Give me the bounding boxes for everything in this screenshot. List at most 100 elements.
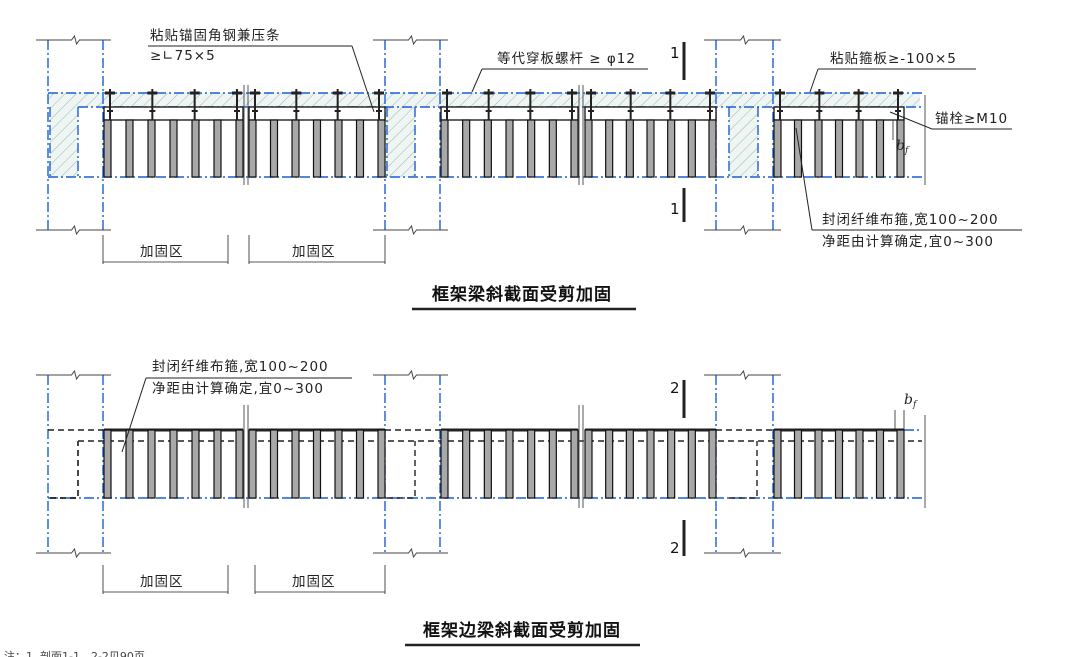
fiber-strip <box>646 119 655 178</box>
fiber-strip <box>834 429 844 499</box>
leader-line <box>809 68 819 93</box>
fiber-strip <box>875 429 885 499</box>
fiber-strip <box>527 119 536 178</box>
fiber-strip <box>103 119 112 178</box>
edge-beam-shear-diagram <box>36 369 926 647</box>
fiber-strip <box>291 119 300 178</box>
fiber-strip <box>355 119 365 178</box>
fiber-strip <box>687 429 696 499</box>
fiber-strip <box>584 119 593 178</box>
fiber-strip <box>570 429 579 499</box>
fiber-strip <box>625 119 634 178</box>
break-line <box>36 224 111 236</box>
fiber-strip <box>605 429 614 499</box>
angle-steel-plate <box>248 106 386 121</box>
fiber-strip <box>213 429 222 499</box>
fiber-strip <box>605 119 614 178</box>
fiber-strip <box>855 429 864 499</box>
fiber-strip <box>505 429 514 499</box>
fiber-strip <box>147 429 156 499</box>
fiber-strip <box>125 429 134 499</box>
fiber-strip <box>169 119 178 178</box>
fiber-strip <box>896 119 905 178</box>
leader-line <box>121 377 147 453</box>
fiber-strip <box>483 119 492 178</box>
leader-line <box>795 127 813 231</box>
angle-steel-plate <box>773 106 905 121</box>
angle-steel-label: 粘贴锚固角钢兼压条 <box>150 27 281 44</box>
fiber-strip <box>483 429 492 499</box>
leader-line <box>889 111 933 130</box>
zone-label: 加固区 <box>292 574 336 590</box>
column-outline-dashed <box>50 441 79 499</box>
beam-shear-diagram <box>36 34 1022 311</box>
column-outline-dashed <box>50 441 79 499</box>
leader-line <box>471 68 483 93</box>
fiber-strip <box>708 429 717 499</box>
fiber-strip <box>291 429 300 499</box>
fiber-strip <box>269 429 279 499</box>
break-line <box>704 547 781 559</box>
break-line <box>36 547 111 559</box>
fiber-strip <box>462 429 471 499</box>
fiber-strip <box>377 429 386 499</box>
angle-steel-plate <box>103 106 244 121</box>
diagram1-title: 框架梁斜截面受剪加固 <box>432 284 612 305</box>
fiber-strip <box>584 429 593 499</box>
zone-label: 加固区 <box>292 244 336 260</box>
section-mark-top: 1 <box>670 44 680 62</box>
angle-steel-plate <box>440 106 579 121</box>
fiber-strip <box>793 119 803 178</box>
break-line <box>704 369 781 381</box>
break-line <box>373 224 448 236</box>
fiber-strip <box>312 119 322 178</box>
fiber-strip <box>125 119 134 178</box>
diagram2-title: 框架边梁斜截面受剪加固 <box>423 620 621 641</box>
fiber-strip <box>191 429 200 499</box>
fiber-strip <box>708 119 717 178</box>
slab-hatch <box>48 93 920 107</box>
hoop-plate-label: 粘贴箍板≥-100×5 <box>830 50 957 67</box>
fiber-strip <box>505 119 514 178</box>
section-mark-top: 2 <box>670 379 680 397</box>
fiber-strip <box>773 429 782 499</box>
fiber-strip <box>213 119 222 178</box>
fiber-strip <box>773 119 782 178</box>
footnote: 注：1. 剖面1-1、2-2见90页 <box>4 649 145 657</box>
fiber-strip <box>334 429 343 499</box>
angle-steel-spec: ≥∟75×5 <box>150 48 216 64</box>
fiber-strip <box>875 119 885 178</box>
break-line <box>704 34 781 46</box>
width-symbol: bf <box>896 138 910 156</box>
fiber-strip <box>793 429 803 499</box>
fiber-strip <box>248 119 257 178</box>
break-line <box>373 547 448 559</box>
fiber-strip <box>355 429 365 499</box>
fiber-strip <box>548 119 557 178</box>
fiber-strip <box>440 119 449 178</box>
break-line <box>36 34 111 46</box>
fiber-strip <box>667 119 676 178</box>
fiber-spacing-label: 净距由计算确定,宜0~300 <box>152 381 324 397</box>
fiber-strip <box>625 429 634 499</box>
fiber-strip <box>834 119 844 178</box>
fiber-strip <box>462 119 471 178</box>
zone-label: 加固区 <box>140 244 184 260</box>
section-mark-bottom: 2 <box>670 539 680 557</box>
diagram1-labels: 粘贴锚固角钢兼压条 ≥∟75×5 等代穿板螺杆 ≥ φ12 粘贴箍板≥-100×… <box>140 27 1007 305</box>
fiber-strip <box>814 429 823 499</box>
leader-line <box>351 45 375 113</box>
break-line <box>373 369 448 381</box>
fiber-strip <box>440 429 449 499</box>
fiber-strip <box>269 119 279 178</box>
fiber-strip <box>527 429 536 499</box>
column-hatch <box>387 93 415 177</box>
fiber-strip <box>667 429 676 499</box>
fiber-strip <box>646 429 655 499</box>
fiber-strip <box>103 429 112 499</box>
width-symbol: bf <box>904 392 918 410</box>
zone-label: 加固区 <box>140 574 184 590</box>
column-outline-dashed <box>387 441 416 499</box>
fiber-strip <box>312 429 322 499</box>
